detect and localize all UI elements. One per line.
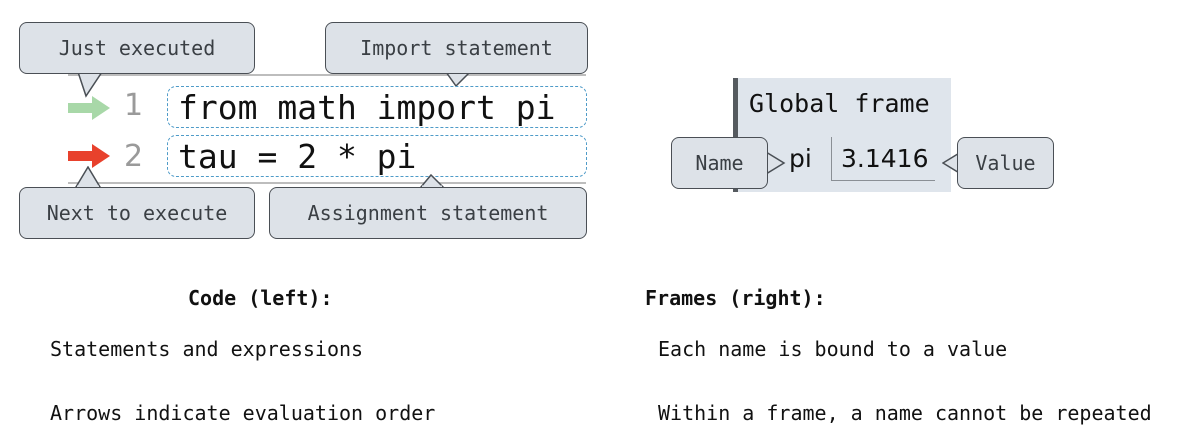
just-executed-callout: Just executed [19,22,255,74]
frame-binding-name: pi [789,144,812,173]
import-statement-callout: Import statement [325,22,588,74]
code-top-rule [68,74,586,76]
frames-heading: Frames (right): [645,286,826,310]
code-line-1[interactable]: from math import pi [167,86,587,128]
frames-note-1: Each name is bound to a value [658,337,1008,361]
line-number-1: 1 [124,88,144,123]
next-to-execute-callout: Next to execute [19,187,255,239]
next-to-execute-callout-tail [74,166,102,188]
name-callout: Name [671,137,768,189]
global-frame [733,78,951,192]
code-bottom-rule [68,182,586,184]
assignment-statement-callout: Assignment statement [269,187,587,239]
line-number-2: 2 [124,139,144,174]
frame-binding-value: 3.1416 [841,144,929,173]
value-callout: Value [957,137,1054,189]
assignment-statement-callout-tail [419,174,445,188]
name-callout-tail [766,151,786,175]
next-to-execute-arrow-icon [68,144,110,168]
frames-note-2: Within a frame, a name cannot be repeate… [658,401,1152,425]
code-line-2[interactable]: tau = 2 * pi [167,135,587,177]
code-note-2: Arrows indicate evaluation order [50,401,436,425]
just-executed-arrow-icon [68,96,110,120]
code-heading: Code (left): [188,286,333,310]
code-note-1: Statements and expressions [50,337,364,361]
frame-binding-value-box[interactable] [831,137,935,181]
global-frame-title: Global frame [749,89,930,118]
